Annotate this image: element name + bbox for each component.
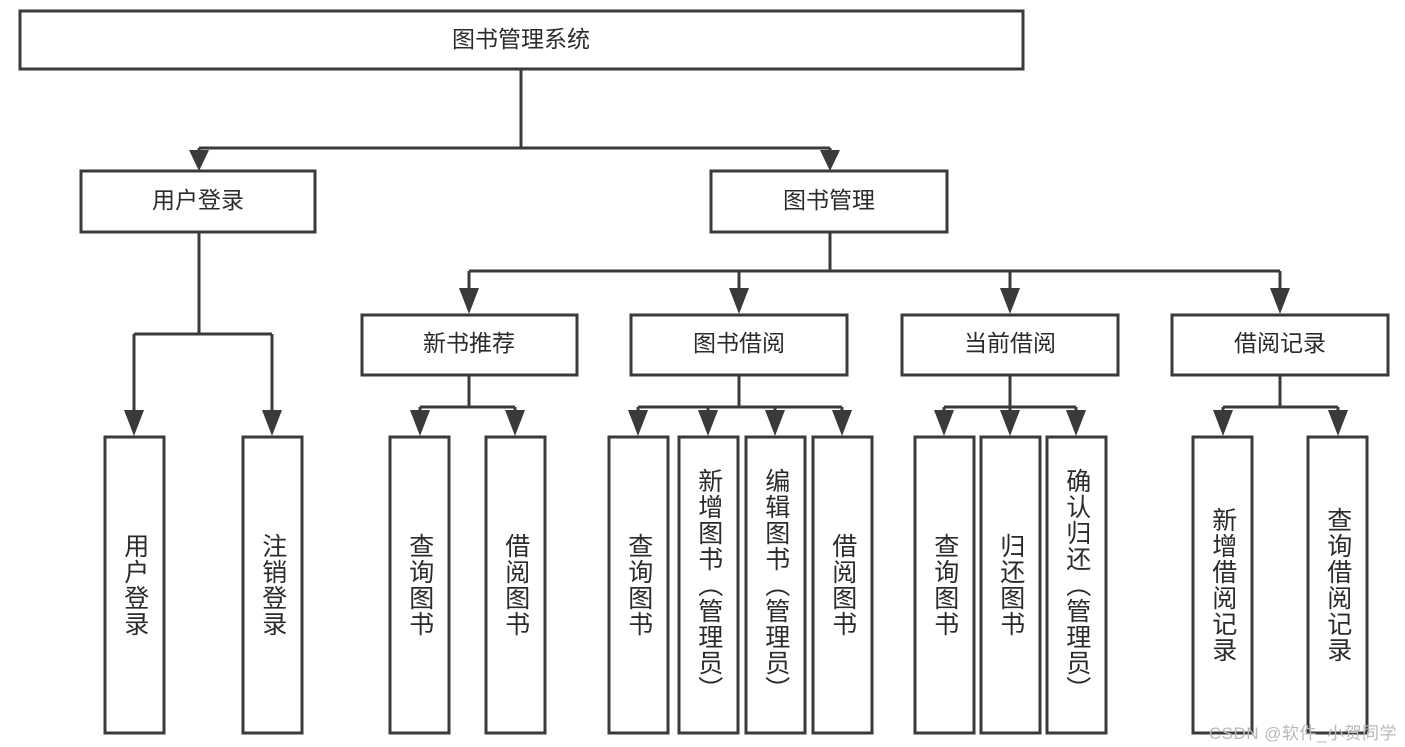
connector-group-new-book [410,375,525,436]
leaf-label: 编辑图书（管理员） [761,468,790,702]
arrow-to-user-login [189,148,209,171]
leaf-book-borrow-edit[interactable]: 编辑图书（管理员） [744,435,807,735]
leaf-borrow-record-add[interactable]: 新增借阅记录 [1191,435,1254,735]
leaf-current-borrow-query[interactable]: 查询图书 [913,435,976,735]
node-label: 图书管理 [783,187,875,213]
leaf-current-borrow-return[interactable]: 归还图书 [979,435,1042,735]
node-user-login[interactable]: 用户登录 [79,169,317,234]
node-label: 当前借阅 [964,330,1056,356]
node-current-borrow[interactable]: 当前借阅 [900,313,1120,377]
leaf-current-borrow-confirm-return[interactable]: 确认归还（管理员） [1045,435,1108,735]
connector-group-root [197,69,832,155]
leaf-new-book-query[interactable]: 查询图书 [388,435,451,735]
node-label: 图书借阅 [693,330,785,356]
leaf-label: 借阅图书 [501,533,530,637]
leaf-label: 新增图书（管理员） [694,468,723,702]
leaf-book-borrow-borrow[interactable]: 借阅图书 [811,435,874,735]
leaf-new-book-borrow[interactable]: 借阅图书 [484,435,547,735]
leaf-label: 查询图书 [405,533,434,637]
node-book-borrow[interactable]: 图书借阅 [629,313,849,377]
leaf-user-login-login[interactable]: 用户登录 [103,435,166,735]
node-label: 借阅记录 [1234,330,1326,356]
leaf-label: 查询借阅记录 [1323,507,1352,663]
node-book-management[interactable]: 图书管理 [709,169,949,234]
node-label: 新书推荐 [423,330,515,356]
connector-group-user-login [124,232,282,436]
node-borrow-record[interactable]: 借阅记录 [1170,313,1390,377]
node-new-book-recommend[interactable]: 新书推荐 [360,313,579,377]
leaf-label: 用户登录 [120,533,149,637]
connector-group-borrow-record [1213,375,1348,436]
leaf-label: 借阅图书 [828,533,857,637]
connector-group-current-borrow [934,375,1086,436]
leaf-label: 查询图书 [624,533,653,637]
leaf-label: 确认归还（管理员） [1062,468,1091,702]
leaf-book-borrow-query[interactable]: 查询图书 [607,435,670,735]
leaf-label: 查询图书 [930,533,959,637]
node-label: 图书管理系统 [452,26,590,52]
leaf-label: 归还图书 [996,533,1025,637]
leaf-book-borrow-add[interactable]: 新增图书（管理员） [677,435,740,735]
connector-group-book-borrow [628,375,852,436]
leaf-label: 注销登录 [258,533,287,637]
node-label: 用户登录 [152,187,244,213]
leaf-label: 新增借阅记录 [1208,507,1237,663]
arrow-to-book-manage [820,150,840,171]
connector-group-book-manage [459,232,1290,314]
watermark-text: CSDN @软件_小贺同学 [1208,724,1397,743]
node-root-book-management-system[interactable]: 图书管理系统 [18,9,1025,71]
leaf-borrow-record-query[interactable]: 查询借阅记录 [1306,435,1369,735]
leaf-user-login-logout[interactable]: 注销登录 [241,435,304,735]
